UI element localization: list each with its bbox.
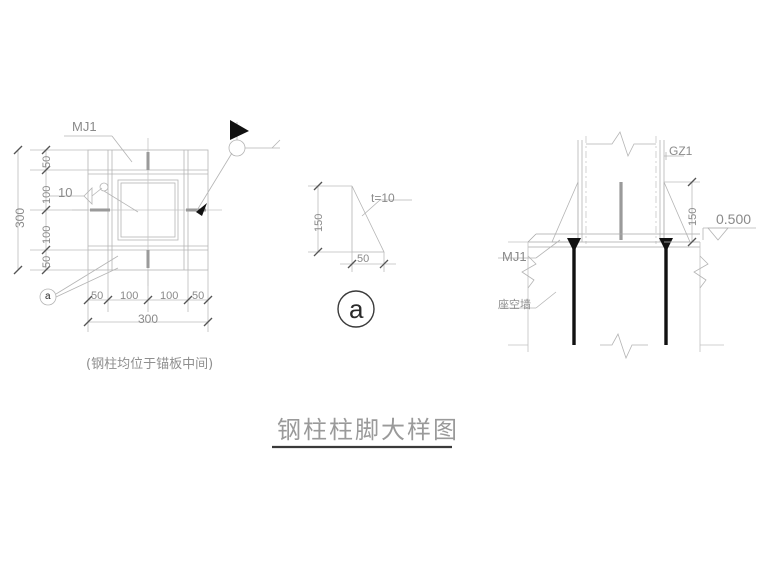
elevation-wall-label-leader <box>500 291 557 309</box>
elevation-height-dimension <box>664 181 700 243</box>
detail-a-height-dim: 150 <box>313 213 325 232</box>
plan-detail-bubble-label: a <box>45 291 51 302</box>
elevation-column-label-gz1: GZ1 <box>669 144 693 158</box>
elevation-level-marker-label: 0.500 <box>716 211 752 227</box>
detail-a-thickness-label: t=10 <box>371 191 395 205</box>
elevation-wall-outline <box>508 241 724 352</box>
elevation-anchor-bolts <box>572 248 668 345</box>
detail-a-width-dimension <box>340 252 396 272</box>
plan-vertical-dim-1: 50 <box>41 155 53 168</box>
elevation-level-marker <box>702 227 756 241</box>
plan-section-arrowhead <box>196 203 207 216</box>
plan-vertical-dim-3: 100 <box>41 225 53 244</box>
elevation-height-ticks <box>687 177 697 247</box>
plan-mj1-leader <box>64 135 133 163</box>
plan-section-flag-fill <box>230 120 249 140</box>
elevation-column-break-line <box>586 131 656 158</box>
plan-note-text: (钢柱均位于锚板中间) <box>86 357 214 372</box>
detail-a-bubble-circle <box>337 290 375 328</box>
plan-vertical-dimension-ticks <box>13 145 51 275</box>
elevation-plate-label-mj1: MJ1 <box>502 249 527 264</box>
plan-horizontal-dim-2: 100 <box>120 290 139 302</box>
plan-horizontal-total-dim: 300 <box>138 312 159 326</box>
detail-a-stiffener-triangle <box>351 185 385 253</box>
plan-vertical-dim-2: 100 <box>41 185 53 204</box>
detail-a-thickness-leader <box>361 199 412 217</box>
elevation-anchor-bolt-heads <box>567 238 673 252</box>
plan-vertical-total-dim: 300 <box>13 207 27 228</box>
detail-a-height-ticks <box>313 181 323 257</box>
plan-horizontal-dimension-ticks <box>83 295 213 327</box>
plan-horizontal-dim-4: 50 <box>192 290 205 302</box>
drawing-title: 钢柱柱脚大样图 <box>277 416 459 444</box>
detail-a-width-ticks <box>347 259 389 269</box>
plan-weld-symbol <box>50 182 139 213</box>
elevation-gz1-leader <box>664 152 684 160</box>
elevation-wall-break-lines <box>521 255 709 360</box>
plan-weld-size-label: 10 <box>58 185 73 200</box>
plan-vertical-dimension-chain <box>17 149 88 271</box>
elevation-column-center-lines <box>585 136 657 244</box>
plan-horizontal-dim-1: 50 <box>91 290 104 302</box>
elevation-wall-label: 座空墙 <box>498 298 531 311</box>
detail-a-width-dim: 50 <box>357 253 370 265</box>
detail-a-height-dimension <box>308 185 352 253</box>
plan-horizontal-dim-3: 100 <box>160 290 179 302</box>
plan-part-label-mj1: MJ1 <box>72 119 97 134</box>
detail-a-bubble-letter: a <box>349 294 364 324</box>
plan-vertical-dim-4: 50 <box>41 255 53 268</box>
elevation-mj1-leader <box>498 239 561 259</box>
elevation-stiffener-height-dim: 150 <box>687 207 699 226</box>
